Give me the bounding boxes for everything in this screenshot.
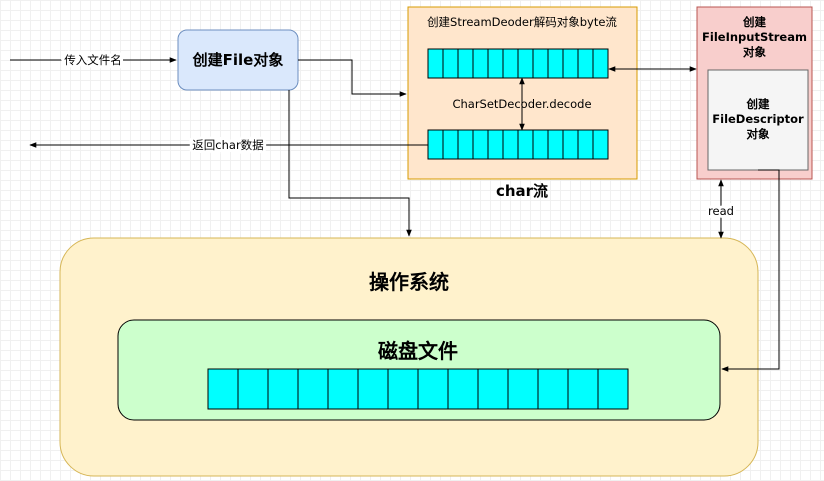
input-label: 传入文件名 [64,53,122,67]
byte-buffer-cell [457,48,474,79]
decoder-title: 创建StreamDeoder解码对象byte流 [427,15,617,29]
byte-buffer-cell [547,48,564,79]
byte-buffer [427,48,609,79]
disk-buffer-cell [507,368,539,410]
descriptor-to-disk-arrow [721,169,780,372]
disk-buffer-cell [597,368,629,410]
fd-line3: 对象 [747,127,770,141]
disk-buffer-cell [417,368,449,410]
char-buffer-cell [487,129,504,160]
char-buffer-cell [442,129,459,160]
fd-line2: FileDescriptor [712,112,804,126]
fd-line1: 创建 [746,97,770,111]
file-to-os-arrow [288,90,412,237]
byte-buffer-cell [427,48,444,79]
char-buffer-cell [517,129,534,160]
char-buffer-cell [577,129,594,160]
disk-buffer-cell [327,368,359,410]
disk-buffer-cell [207,368,239,410]
byte-buffer-cell [577,48,594,79]
disk-buffer-cell [297,368,329,410]
read-label: read [708,204,734,218]
byte-buffer-cell [502,48,519,79]
char-buffer-cell [547,129,564,160]
byte-buffer-cell [592,48,609,79]
disk-buffer-cell [477,368,509,410]
return-label: 返回char数据 [192,138,264,152]
char-buffer-cell [427,129,444,160]
byte-buffer-cell [442,48,459,79]
disk-buffer-cell [537,368,569,410]
disk-buffer [207,368,629,410]
char-buffer-cell [457,129,474,160]
byte-buffer-cell [517,48,534,79]
file-descriptor-box [707,69,809,171]
file-to-decoder-arrow [298,59,407,97]
char-buffer-cell [562,129,579,160]
disk-buffer-cell [267,368,299,410]
byte-buffer-cell [532,48,549,79]
char-buffer-cell [472,129,489,160]
disk-buffer-cell [567,368,599,410]
char-stream-caption: char流 [496,182,548,200]
char-buffer-cell [532,129,549,160]
os-label: 操作系统 [369,270,449,294]
disk-buffer-cell [447,368,479,410]
file-object-label: 创建File对象 [192,51,284,69]
char-buffer-cell [592,129,609,160]
byte-buffer-cell [472,48,489,79]
disk-file-label: 磁盘文件 [378,339,458,363]
char-buffer [427,129,609,160]
byte-buffer-cell [562,48,579,79]
fis-title-line2: FileInputStream [702,30,807,44]
fis-title-line1: 创建 [742,15,766,29]
disk-buffer-cell [237,368,269,410]
disk-buffer-cell [387,368,419,410]
byte-buffer-cell [487,48,504,79]
char-buffer-cell [502,129,519,160]
disk-buffer-cell [357,368,389,410]
fis-title-line3: 对象 [743,45,766,59]
